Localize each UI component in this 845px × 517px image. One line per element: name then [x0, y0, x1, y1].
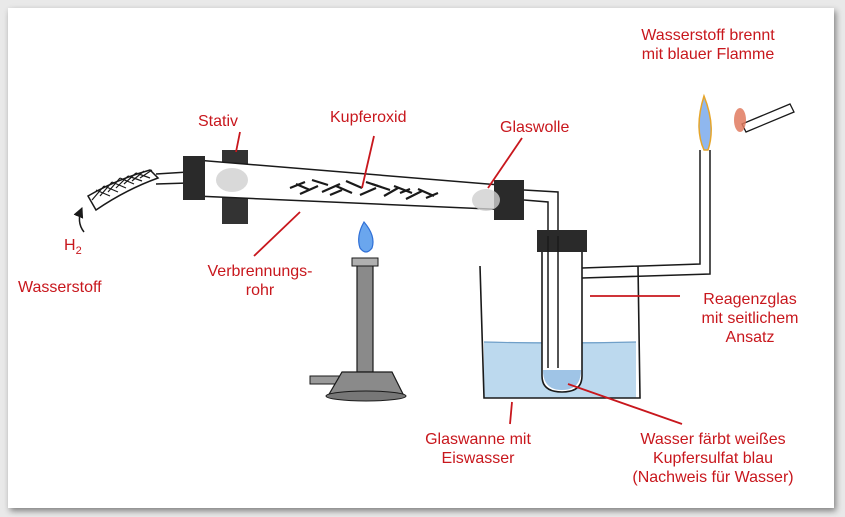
- reagenzglas-label: Reagenzglas mit seitlichem Ansatz: [701, 291, 799, 346]
- kupferoxid-label: Kupferoxid: [330, 109, 407, 126]
- pointer-stativ: [235, 131, 241, 153]
- stand-clamp: [222, 150, 248, 224]
- verbrennungsrohr-label: Verbrennungs- rohr: [207, 263, 313, 299]
- wasserstoff-brennt-label: Wasserstoff brennt mit blauer Flamme: [641, 27, 775, 63]
- match-stick: [734, 103, 795, 133]
- diagram-card: [8, 8, 834, 508]
- delivery-pipe-inner: [547, 236, 559, 368]
- inlet-pipe: [155, 171, 189, 185]
- hydrogen-flame: [698, 93, 712, 151]
- wasser-faerbt-label: Wasser färbt weißes Kupfersulfat blau (N…: [632, 431, 794, 486]
- h2-label: H2: [64, 237, 82, 257]
- stativ-label: Stativ: [198, 113, 239, 130]
- pointer-arrows: [235, 131, 683, 425]
- pointer-glaswolle: [487, 137, 523, 189]
- pointer-kupferoxid: [361, 135, 375, 189]
- glaswanne-label: Glaswanne mit Eiswasser: [425, 431, 531, 467]
- bunsen-burner: [309, 220, 407, 402]
- wasserstoff-label: Wasserstoff: [18, 279, 102, 296]
- h2-arrow: [73, 207, 85, 233]
- glaswolle-label: Glaswolle: [500, 119, 570, 136]
- pointer-verbrennungsrohr: [253, 211, 301, 257]
- copper-oxide-fill: [289, 178, 439, 200]
- pointer-glaswanne: [509, 401, 513, 425]
- test-tube: [537, 150, 711, 393]
- pointer-kupfersulfat: [567, 383, 683, 425]
- hydrogen-hose: [86, 169, 160, 212]
